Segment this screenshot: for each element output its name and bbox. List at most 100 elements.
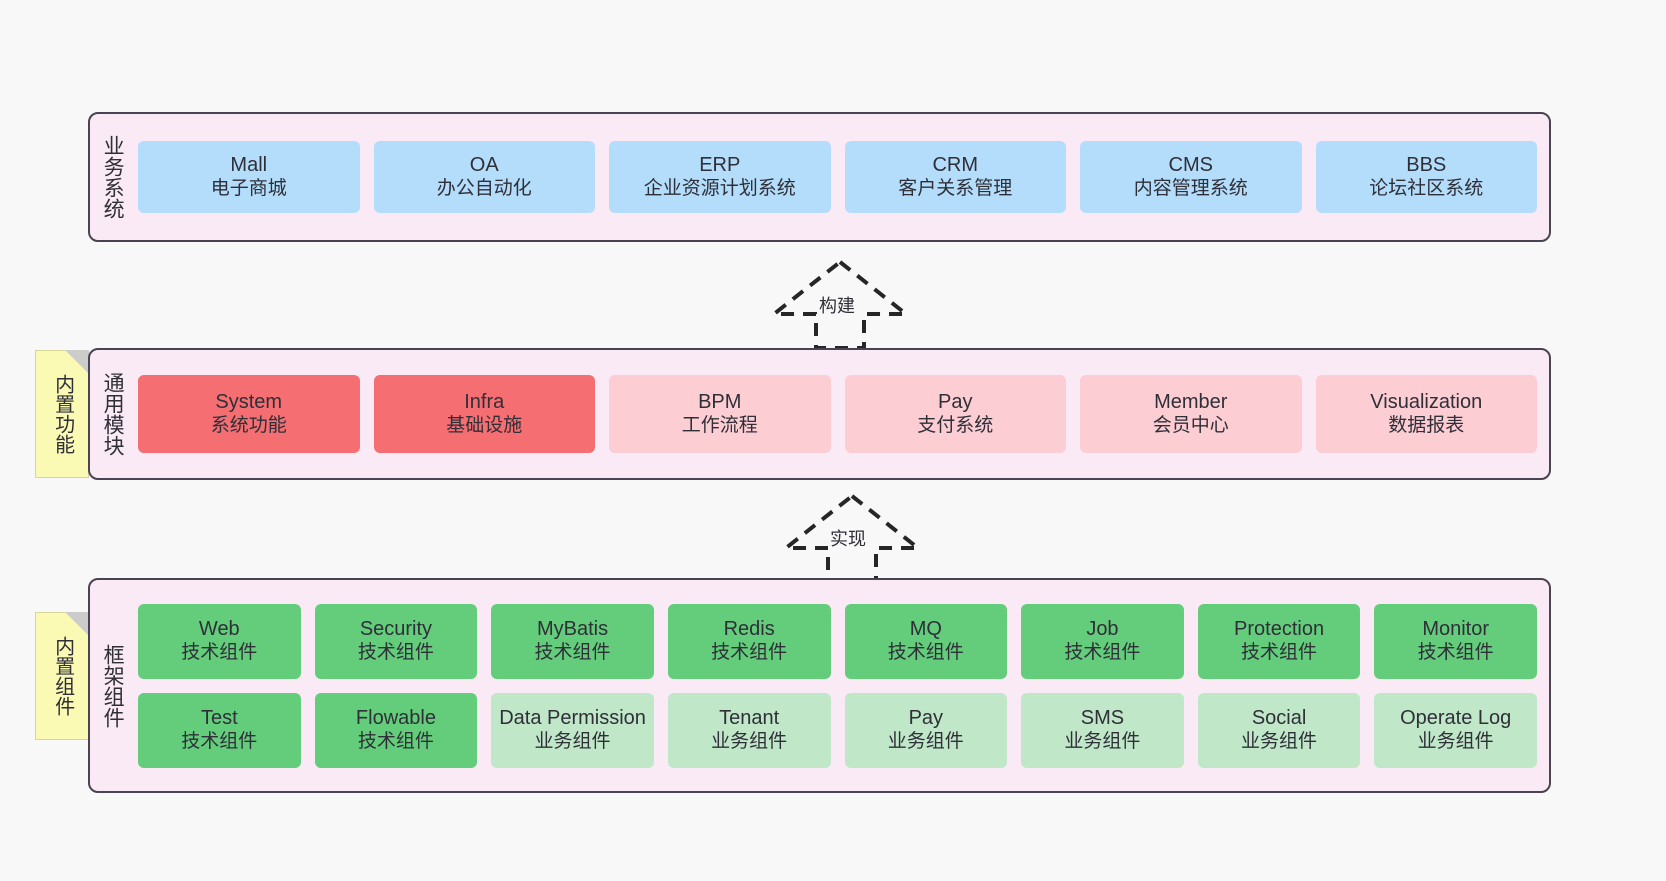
layer-body-common-module: System 系统功能 Infra 基础设施 BPM 工作流程 Pay 支付系统… (134, 350, 1549, 478)
node-cn-label: 客户关系管理 (898, 177, 1013, 199)
node-en-label: Test (200, 707, 238, 729)
node-cn-label: 技术组件 (887, 641, 964, 663)
layer-body-business-system: Mall 电子商城 OA 办公自动化 ERP 企业资源计划系统 CRM 客户关系… (134, 114, 1549, 240)
node-en-label: System (215, 391, 283, 413)
node-en-label: Monitor (1422, 618, 1490, 640)
node-cn-label: 办公自动化 (436, 177, 532, 199)
node-visualization[interactable]: Visualization 数据报表 (1315, 375, 1537, 453)
node-row: System 系统功能 Infra 基础设施 BPM 工作流程 Pay 支付系统… (138, 375, 1537, 453)
sticky-note-builtin-function: 内置功能 (35, 350, 89, 478)
node-cn-label: 支付系统 (917, 414, 994, 436)
node-social[interactable]: Social 业务组件 (1197, 692, 1361, 768)
node-bbs[interactable]: BBS 论坛社区系统 (1315, 141, 1537, 213)
node-en-label: Member (1154, 391, 1228, 413)
node-system[interactable]: System 系统功能 (138, 375, 360, 453)
node-cn-label: 数据报表 (1388, 414, 1465, 436)
node-oa[interactable]: OA 办公自动化 (373, 141, 595, 213)
node-pay-business[interactable]: Pay 业务组件 (844, 692, 1008, 768)
node-crm[interactable]: CRM 客户关系管理 (844, 141, 1066, 213)
node-en-label: CRM (932, 154, 979, 176)
node-cn-label: 技术组件 (1417, 641, 1494, 663)
node-en-label: BPM (698, 391, 742, 413)
sticky-note-label: 内置功能 (51, 374, 74, 454)
node-cn-label: 基础设施 (446, 414, 523, 436)
node-operate-log[interactable]: Operate Log 业务组件 (1374, 692, 1537, 768)
node-en-label: OA (469, 154, 499, 176)
node-cn-label: 会员中心 (1152, 414, 1229, 436)
layer-title-framework-component: 框架组件 (101, 643, 125, 728)
node-en-label: MyBatis (537, 618, 609, 640)
node-web[interactable]: Web 技术组件 (138, 603, 301, 679)
node-data-permission[interactable]: Data Permission 业务组件 (491, 692, 654, 768)
node-cn-label: 技术组件 (181, 641, 258, 663)
node-infra[interactable]: Infra 基础设施 (373, 375, 595, 453)
layer-common-module: 通用模块 System 系统功能 Infra 基础设施 BPM 工作流程 Pay… (88, 348, 1551, 480)
node-en-label: Mall (230, 154, 268, 176)
node-en-label: Social (1251, 707, 1307, 729)
node-cn-label: 技术组件 (534, 641, 611, 663)
node-en-label: MQ (909, 618, 942, 640)
node-cn-label: 电子商城 (210, 177, 287, 199)
node-cn-label: 内容管理系统 (1133, 177, 1248, 199)
node-en-label: ERP (699, 154, 741, 176)
node-en-label: CMS (1168, 154, 1213, 176)
sticky-note-builtin-component: 内置组件 (35, 612, 89, 740)
node-row: Mall 电子商城 OA 办公自动化 ERP 企业资源计划系统 CRM 客户关系… (138, 141, 1537, 213)
node-en-label: SMS (1080, 707, 1125, 729)
node-en-label: BBS (1406, 154, 1447, 176)
layer-title-common-module: 通用模块 (101, 372, 125, 456)
node-cn-label: 业务组件 (711, 730, 788, 752)
node-en-label: Pay (908, 707, 944, 729)
node-job[interactable]: Job 技术组件 (1021, 603, 1184, 679)
node-en-label: Data Permission (499, 707, 646, 729)
node-en-label: Pay (938, 391, 973, 413)
node-cn-label: 技术组件 (357, 641, 434, 663)
node-cn-label: 业务组件 (887, 730, 964, 752)
node-cn-label: 企业资源计划系统 (643, 177, 796, 199)
node-security[interactable]: Security 技术组件 (314, 603, 478, 679)
node-en-label: Operate Log (1400, 707, 1512, 729)
node-cn-label: 技术组件 (357, 730, 434, 752)
node-monitor[interactable]: Monitor 技术组件 (1374, 603, 1537, 679)
node-en-label: Protection (1234, 618, 1325, 640)
node-test[interactable]: Test 技术组件 (138, 692, 301, 768)
node-en-label: Job (1086, 618, 1119, 640)
node-tenant[interactable]: Tenant 业务组件 (667, 692, 831, 768)
node-cn-label: 技术组件 (711, 641, 788, 663)
node-redis[interactable]: Redis 技术组件 (667, 603, 831, 679)
node-en-label: Security (359, 618, 433, 640)
layer-body-framework-component: Web 技术组件 Security 技术组件 MyBatis 技术组件 Redi… (134, 580, 1549, 791)
node-flowable[interactable]: Flowable 技术组件 (314, 692, 478, 768)
connector-build-label: 构建 (817, 292, 857, 318)
node-mall[interactable]: Mall 电子商城 (138, 141, 360, 213)
node-erp[interactable]: ERP 企业资源计划系统 (609, 141, 831, 213)
layer-framework-component: 框架组件 Web 技术组件 Security 技术组件 MyBatis 技术组件… (88, 578, 1551, 793)
node-cn-label: 工作流程 (681, 414, 758, 436)
node-cn-label: 技术组件 (1241, 641, 1318, 663)
node-en-label: Web (198, 618, 240, 640)
node-cn-label: 技术组件 (1064, 641, 1141, 663)
connector-implement-label: 实现 (828, 525, 868, 551)
node-en-label: Tenant (719, 707, 780, 729)
node-cms[interactable]: CMS 内容管理系统 (1080, 141, 1302, 213)
node-member[interactable]: Member 会员中心 (1080, 375, 1302, 453)
node-cn-label: 业务组件 (534, 730, 611, 752)
node-cn-label: 技术组件 (181, 730, 258, 752)
node-protection[interactable]: Protection 技术组件 (1197, 603, 1361, 679)
node-en-label: Flowable (355, 707, 436, 729)
node-mq[interactable]: MQ 技术组件 (844, 603, 1008, 679)
node-pay[interactable]: Pay 支付系统 (844, 375, 1066, 453)
node-cn-label: 业务组件 (1417, 730, 1494, 752)
node-cn-label: 业务组件 (1064, 730, 1141, 752)
node-cn-label: 系统功能 (210, 414, 287, 436)
node-cn-label: 论坛社区系统 (1369, 177, 1484, 199)
node-bpm[interactable]: BPM 工作流程 (609, 375, 831, 453)
node-row: Test 技术组件 Flowable 技术组件 Data Permission … (138, 692, 1537, 768)
sticky-note-label: 内置组件 (51, 636, 74, 716)
layer-business-system: 业务系统 Mall 电子商城 OA 办公自动化 ERP 企业资源计划系统 CRM… (88, 112, 1551, 242)
node-en-label: Infra (464, 391, 505, 413)
node-en-label: Redis (723, 618, 775, 640)
node-sms[interactable]: SMS 业务组件 (1021, 692, 1184, 768)
node-mybatis[interactable]: MyBatis 技术组件 (491, 603, 654, 679)
